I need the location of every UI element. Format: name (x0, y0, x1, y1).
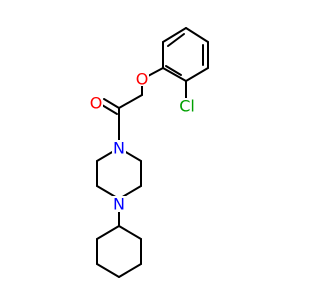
bond (185, 67, 209, 82)
ring-to-ether-oxygen-bond (147, 67, 164, 77)
bond (162, 67, 187, 82)
atom-amine-nitrogen: N (112, 195, 126, 214)
bond (162, 27, 187, 43)
bond (96, 225, 120, 240)
carbonyl-oxygen-label: O (90, 94, 103, 113)
carbonyl-double-bond (103, 98, 120, 109)
bond (185, 27, 209, 43)
molecule-structure: O O Cl N N (89, 27, 209, 278)
ether-oxygen-label: O (136, 70, 149, 89)
bond (118, 263, 142, 278)
cyclohexyl-ring (96, 225, 142, 278)
chlorine-label: Cl (179, 97, 195, 116)
amide-nitrogen-label: N (113, 139, 125, 158)
double-bond-inner (165, 65, 182, 76)
amine-nitrogen-label: N (113, 195, 125, 214)
atom-chlorine: Cl (177, 97, 197, 116)
bond (118, 225, 142, 240)
atom-carbonyl-oxygen: O (89, 94, 103, 113)
ch2-to-carbonyl-bond (118, 94, 143, 109)
atom-amide-nitrogen: N (112, 139, 126, 158)
chlorophenyl-ring (162, 27, 209, 82)
double-bond-inner (167, 33, 185, 47)
bond (96, 263, 120, 278)
carbonyl-double-bond (101, 104, 118, 115)
atom-ether-oxygen: O (135, 70, 149, 89)
